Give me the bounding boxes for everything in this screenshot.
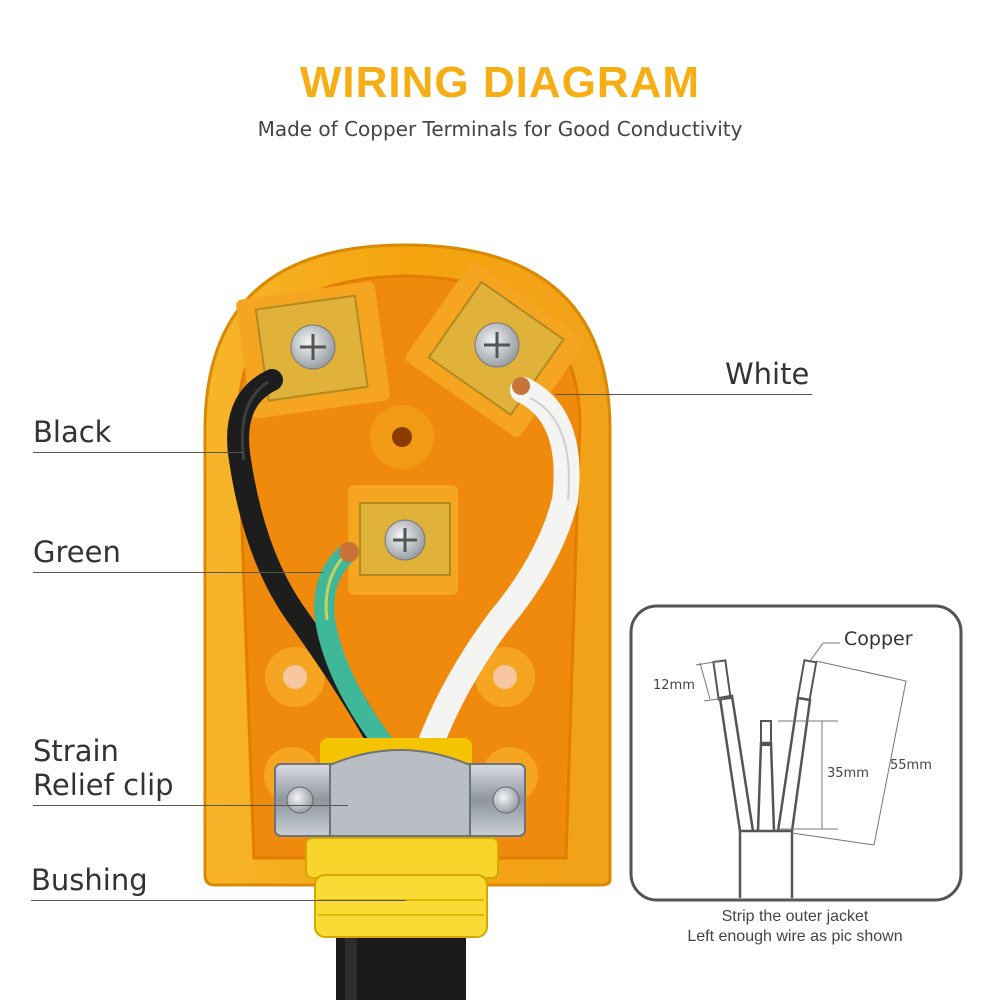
- strip-diagram-inset: [629, 604, 963, 902]
- inset-copper-label: Copper: [844, 628, 913, 650]
- inset-dim-55: 55mm: [890, 758, 932, 773]
- label-strain-line1: Strain: [33, 734, 119, 768]
- label-bushing: Bushing: [31, 863, 148, 897]
- conductor-left: [718, 694, 755, 832]
- label-green: Green: [33, 535, 121, 569]
- conductor-mid: [756, 741, 776, 832]
- caption-line-1: Strip the outer jacket: [721, 908, 869, 925]
- bushing: [305, 837, 499, 938]
- inset-dim-35: 35mm: [827, 766, 869, 781]
- inset-caption: Strip the outer jacket Left enough wire …: [630, 907, 960, 947]
- inset-dim-12: 12mm: [653, 678, 695, 693]
- leader-black: [33, 452, 243, 453]
- leader-green: [33, 572, 323, 573]
- label-black: Black: [33, 415, 112, 449]
- page-title: WIRING DIAGRAM: [299, 58, 701, 107]
- terminal-ground: [348, 485, 458, 595]
- caption-line-2: Left enough wire as pic shown: [687, 928, 903, 945]
- label-strain-line2: Relief clip: [33, 768, 174, 802]
- leader-bushing: [31, 900, 406, 901]
- page-subtitle: Made of Copper Terminals for Good Conduc…: [257, 117, 743, 141]
- outer-jacket: [738, 829, 794, 898]
- leader-strain: [33, 805, 348, 806]
- label-white: White: [725, 357, 810, 391]
- leader-white: [555, 394, 812, 395]
- strain-relief-clip: [274, 738, 526, 837]
